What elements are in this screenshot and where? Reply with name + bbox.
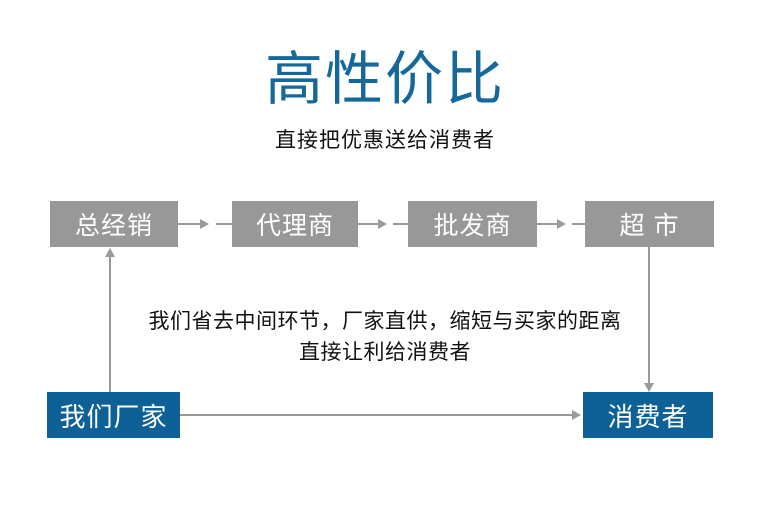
- chain-node-wholesaler: 批发商: [408, 201, 537, 247]
- connector-line-distributor-agent-a: [178, 223, 206, 225]
- highlight-node-label: 我们厂家: [59, 401, 168, 432]
- arrow-right-icon-agent-wholesaler: [378, 219, 387, 229]
- highlight-node-consumer: 消费者: [583, 392, 713, 438]
- arrow-up-icon-factory-to-distributor: [105, 248, 115, 257]
- chain-node-label: 批发商: [433, 212, 512, 240]
- connector-line-factory-to-consumer: [180, 414, 572, 416]
- connector-line-wholesaler-supermarket-b: [572, 223, 585, 225]
- arrow-right-icon-factory-to-consumer: [572, 410, 581, 420]
- caption-line-1: 我们省去中间环节，厂家直供，缩短与买家的距离: [148, 310, 622, 333]
- arrow-right-icon-distributor-agent: [200, 219, 209, 229]
- chain-node-agent: 代理商: [232, 201, 358, 247]
- connector-line-agent-wholesaler-a: [358, 223, 384, 225]
- chain-node-label: 超 市: [619, 212, 680, 240]
- arrow-down-icon-supermarket-to-consumer: [644, 383, 654, 392]
- highlight-node-label: 消费者: [607, 401, 689, 432]
- chain-node-label: 总经销: [74, 212, 153, 240]
- chain-node-label: 代理商: [255, 212, 334, 240]
- chain-node-supermarket: 超 市: [585, 201, 714, 247]
- diagram-caption: 我们省去中间环节，厂家直供，缩短与买家的距离 直接让利给消费者: [0, 306, 770, 368]
- page-title: 高性价比: [264, 47, 505, 112]
- page-subtitle: 直接把优惠送给消费者: [275, 129, 495, 152]
- connector-line-distributor-agent-b: [216, 223, 232, 225]
- highlight-node-our-factory: 我们厂家: [47, 392, 180, 438]
- caption-line-2: 直接让利给消费者: [299, 341, 471, 364]
- connector-line-wholesaler-supermarket-a: [537, 223, 563, 225]
- connector-line-agent-wholesaler-b: [393, 223, 408, 225]
- arrow-right-icon-wholesaler-supermarket: [557, 219, 566, 229]
- chain-node-general-distributor: 总经销: [50, 201, 178, 247]
